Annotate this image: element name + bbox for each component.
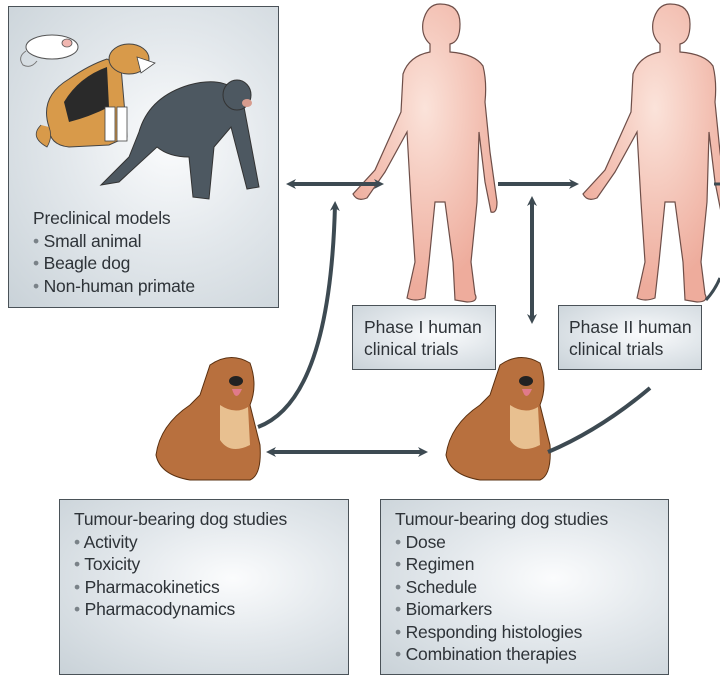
preclinical-title: Preclinical models [33, 208, 171, 228]
preclinical-text: Preclinical models Small animal Beagle d… [33, 207, 195, 297]
preclinical-item: Non-human primate [33, 275, 195, 298]
preclinical-item: Small animal [33, 230, 195, 253]
beagle-dog-icon [35, 43, 156, 148]
golden-retriever-left-icon [155, 357, 261, 481]
mouse-icon [20, 34, 79, 67]
preclinical-animals-illustration [20, 34, 260, 200]
curved-line-right-edge [704, 277, 720, 302]
preclinical-models-box: Preclinical models Small animal Beagle d… [8, 6, 279, 308]
dog-study-right-box: Tumour-bearing dog studies Dose Regimen … [380, 499, 669, 675]
golden-retriever-right-icon [445, 357, 551, 481]
dog-study-left-item: Pharmacodynamics [74, 598, 287, 621]
dog-study-left-item: Activity [74, 531, 287, 554]
curved-arrow-dog-to-phase1 [257, 201, 340, 429]
curved-line-dog-to-phase2 [547, 386, 652, 454]
dog-study-right-title: Tumour-bearing dog studies [395, 509, 609, 529]
preclinical-item: Beagle dog [33, 252, 195, 275]
phase1-line1: Phase I human [364, 317, 482, 337]
phase2-box: Phase II human clinical trials [558, 305, 702, 370]
human-figure-phase2 [582, 3, 720, 303]
dog-study-right-item: Dose [395, 531, 608, 554]
dog-study-left-box: Tumour-bearing dog studies Activity Toxi… [59, 499, 349, 675]
human-figure-phase1 [352, 3, 498, 303]
dog-study-left-title: Tumour-bearing dog studies [74, 509, 288, 529]
phase1-line2: clinical trials [364, 339, 459, 359]
dog-study-right-item: Regimen [395, 553, 608, 576]
dog-study-right-item: Responding histologies [395, 621, 608, 644]
dog-study-right-item: Schedule [395, 576, 608, 599]
phase1-box: Phase I human clinical trials [352, 305, 496, 370]
dog-study-left-item: Toxicity [74, 553, 287, 576]
primate-icon [99, 79, 260, 200]
dog-study-right-item: Biomarkers [395, 598, 608, 621]
dog-study-right-item: Combination therapies [395, 643, 608, 666]
phase2-line1: Phase II human [569, 317, 692, 337]
dog-study-left-item: Pharmacokinetics [74, 576, 287, 599]
phase2-line2: clinical trials [569, 339, 664, 359]
